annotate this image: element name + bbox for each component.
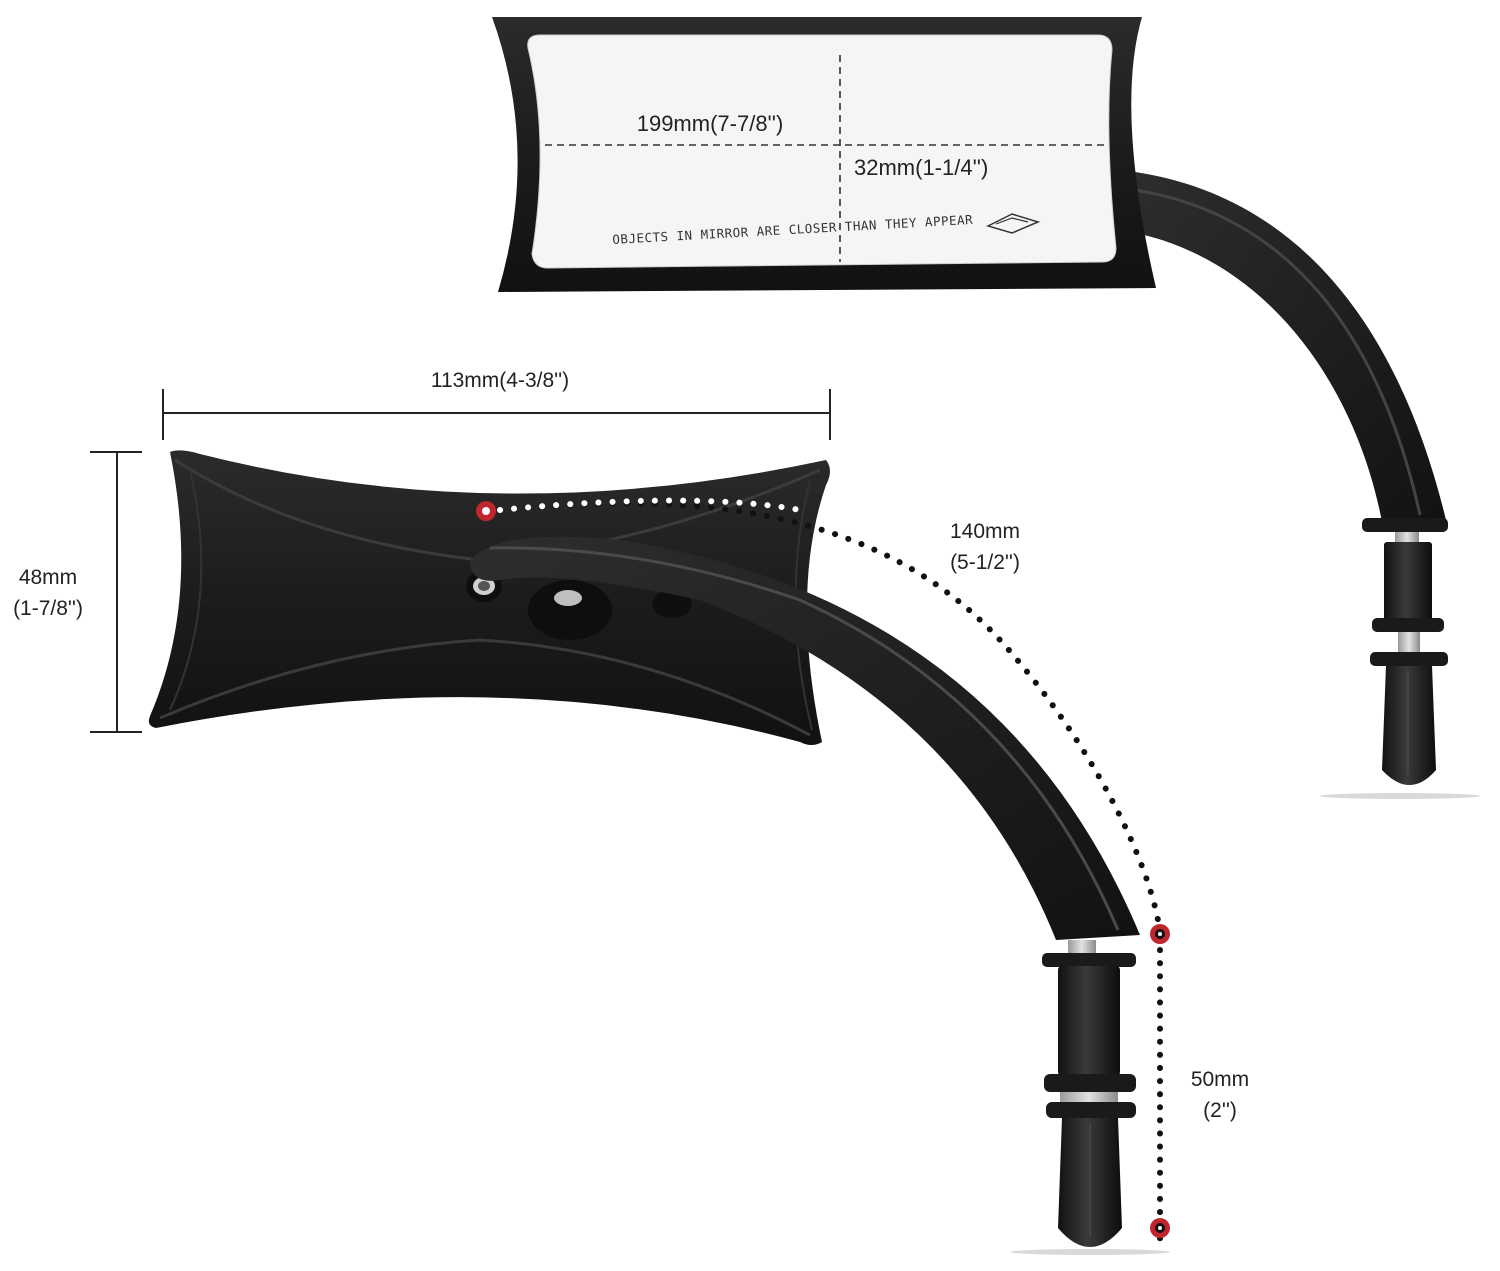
glass-height-label: 32mm(1-1/4'') — [854, 155, 989, 180]
bottom-mirror-stem — [1042, 940, 1136, 1247]
stem-top-marker — [1150, 924, 1170, 944]
stem-length-in-label: (2'') — [1203, 1099, 1237, 1122]
top-mirror-arm — [1118, 170, 1446, 522]
head-height-in-label: (1-7/8'') — [13, 597, 83, 620]
arm-length-mm-label: 140mm — [949, 520, 1021, 543]
bottom-mirror-mount — [466, 570, 692, 640]
bottom-mirror-arm — [470, 536, 1140, 940]
top-mirror-stem — [1362, 518, 1448, 785]
diamond-logo-icon — [985, 213, 1041, 234]
head-width-label: 113mm(4-3/8'') — [430, 369, 570, 392]
arm-length-dotted-path — [497, 500, 1163, 935]
dimension-width-line — [162, 389, 831, 440]
top-mirror-glass — [527, 34, 1117, 269]
stem-bottom-marker — [1150, 1218, 1170, 1238]
arm-start-marker — [476, 501, 496, 521]
stem-length-mm-label: 50mm — [1190, 1068, 1250, 1091]
bottom-mirror — [148, 450, 1170, 1255]
arm-length-in-label: (5-1/2'') — [950, 551, 1020, 574]
dimension-height-line — [90, 451, 142, 733]
glass-width-label: 199mm(7-7/8'') — [636, 111, 784, 136]
top-mirror — [492, 17, 1480, 799]
head-height-mm-label: 48mm — [18, 566, 78, 589]
